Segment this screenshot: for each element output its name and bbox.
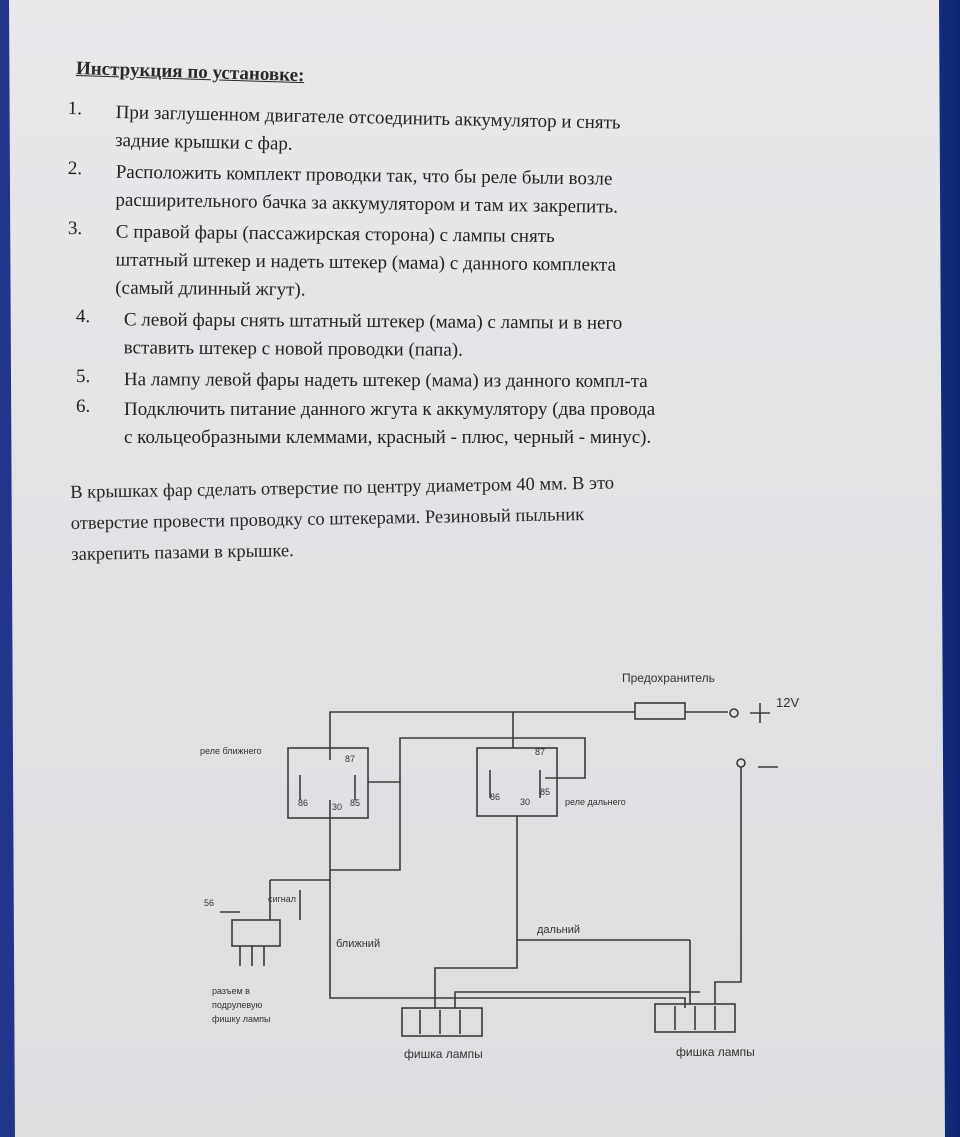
step-line: с кольцеобразными клеммами, красный - пл… — [124, 427, 652, 448]
relay-high-pin-85: 85 — [540, 787, 550, 797]
relay-high-pin-30: 30 — [520, 797, 530, 807]
left-connector-label: фишка лампы — [404, 1047, 483, 1061]
plus-terminal-icon — [729, 708, 739, 718]
connector-note-line: фишку лампы — [212, 1014, 270, 1024]
signal-label: сигнал — [268, 894, 296, 904]
connector-note-line: разъем в — [212, 986, 250, 996]
fuse-label: Предохранитель — [622, 671, 715, 685]
plus-sign-icon — [750, 703, 770, 723]
voltage-label: 12V — [776, 695, 799, 710]
relay-low-pin-30: 30 — [332, 802, 342, 812]
relay-low-icon — [287, 747, 369, 819]
left-lamp-connector-icon — [401, 1007, 483, 1037]
relay-low-pin-85: 85 — [350, 798, 360, 808]
relay-low-pin-87: 87 — [345, 754, 355, 764]
step-text: Подключить питание данного жгута к аккум… — [124, 396, 655, 452]
fuse-icon — [634, 702, 686, 720]
relay-low-pin-86: 86 — [298, 798, 308, 808]
low-beam-wire — [329, 818, 686, 1008]
relay-high-label: реле дальнего — [565, 797, 626, 807]
relay-high-coil-wire — [399, 737, 586, 779]
relay-high-pin-86: 86 — [490, 792, 500, 802]
supply-wire — [329, 711, 635, 720]
signal-pin-label: 56 — [204, 898, 214, 908]
relay-low-coil-wire — [368, 740, 401, 783]
signal-connector-icon — [231, 919, 281, 947]
minus-terminal-icon — [736, 758, 746, 768]
right-lamp-connector-icon — [654, 1003, 736, 1033]
relay-high-pin-87: 87 — [535, 747, 545, 757]
relay-low-label: реле ближнего — [200, 746, 262, 756]
connector-note-line: подрулевую — [212, 1000, 262, 1010]
high-beam-wire-label: дальний — [537, 924, 580, 936]
step-number: 6. — [76, 396, 91, 417]
low-beam-wire-label: ближний — [336, 938, 380, 950]
right-connector-label: фишка лампы — [676, 1045, 755, 1059]
relay-high-icon — [476, 747, 558, 817]
ground-wire — [714, 767, 742, 1004]
step-line: Подключить питание данного жгута к аккум… — [124, 399, 656, 420]
high-beam-wire — [434, 816, 518, 1008]
